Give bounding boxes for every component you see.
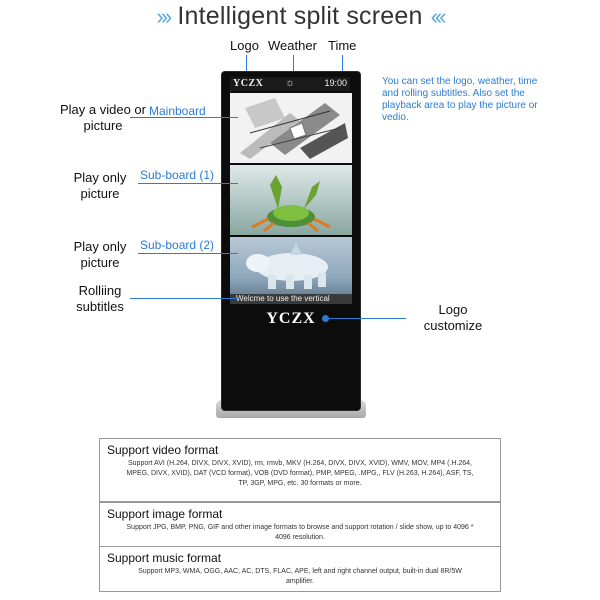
logo-pointer-line: [246, 55, 247, 77]
mainboard-pointer-line: [130, 117, 238, 118]
play-picture-1-label: Play only picture: [73, 170, 127, 201]
settings-note: You can set the logo, weather, time and …: [382, 76, 538, 123]
kiosk-body: YCZX ☼ 19:00: [222, 72, 360, 410]
time-label: Time: [328, 38, 357, 53]
rolling-subtitle-bar: Welcme to use the vertical: [230, 294, 352, 304]
video-format-text: Support AVI (H.264, DIVX, DIVX, XVID), r…: [126, 460, 474, 487]
screen-top-bar: YCZX ☼ 19:00: [230, 77, 350, 91]
subboard-2-pointer-line: [138, 253, 238, 254]
chevron-right-icon: ›››: [156, 4, 172, 29]
weather-label: Weather: [268, 38, 317, 53]
music-format-heading: Support music format: [107, 551, 222, 565]
sun-icon: ☼: [285, 77, 296, 89]
mainboard-label: Mainboard: [149, 104, 206, 118]
video-format-heading: Support video format: [107, 443, 219, 457]
music-format-text: Support MP3, WMA, OGG, AAC, AC, DTS, FLA…: [138, 568, 462, 585]
rolling-subtitle-text: Welcme to use the vertical: [236, 294, 330, 303]
logo-customize-label: Logo customize: [423, 302, 483, 333]
crab-image: [251, 175, 331, 233]
video-format-box: Support video format Support AVI (H.264,…: [99, 438, 501, 502]
play-video-label: Play a video or picture: [60, 102, 146, 133]
subboard-1-label: Sub-board (1): [140, 168, 215, 182]
newspaper-art-image: [230, 93, 352, 163]
weather-pointer-line: [293, 55, 294, 77]
play-picture-2-label: Play only picture: [73, 239, 127, 270]
mainboard-panel: [230, 93, 352, 163]
image-format-box: Support image format Support JPG, BMP, P…: [99, 502, 501, 548]
page-title: ››› Intelligent split screen ‹‹‹: [0, 2, 600, 31]
screen-logo: YCZX: [233, 78, 264, 89]
screen-time: 19:00: [324, 78, 347, 88]
subboard-2-panel: [230, 237, 352, 294]
subboard-2-label: Sub-board (2): [140, 238, 215, 252]
pointer-dot: [322, 315, 329, 322]
rolling-pointer-line: [130, 298, 238, 299]
image-format-heading: Support image format: [107, 507, 223, 521]
kiosk-display: YCZX ☼ 19:00: [216, 72, 366, 418]
logo-customize-pointer-line: [326, 318, 406, 319]
rolling-subtitles-label: Rolliing subtitles: [76, 283, 124, 314]
brand-logo: YCZX: [266, 310, 316, 327]
subboard-1-panel: [230, 165, 352, 235]
polar-bear-image: [246, 243, 328, 289]
title-text: Intelligent split screen: [177, 2, 423, 30]
subboard-1-pointer-line: [138, 183, 238, 184]
image-format-text: Support JPG, BMP, PNG, GIF and other ima…: [126, 524, 474, 541]
chevron-left-icon: ‹‹‹: [430, 4, 447, 29]
logo-label: Logo: [230, 38, 259, 53]
music-format-box: Support music format Support MP3, WMA, O…: [99, 546, 501, 592]
time-pointer-line: [342, 55, 343, 77]
